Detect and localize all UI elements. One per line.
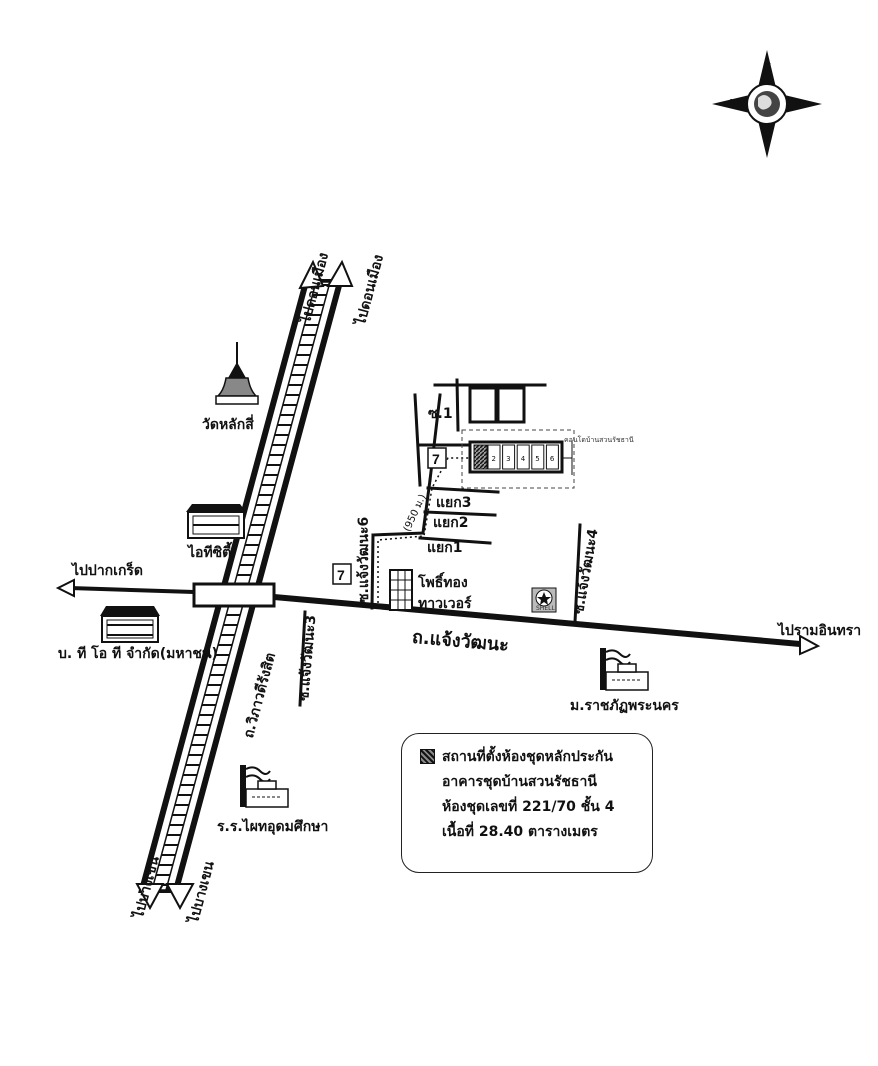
- route-dotted: [377, 457, 470, 608]
- condo-unit-label: 3: [506, 455, 510, 463]
- label-tot: บ. ที โอ ที จำกัด(มหาชน): [58, 646, 218, 662]
- tot-building-icon: [100, 606, 160, 643]
- svg-text:7: 7: [337, 567, 345, 583]
- condo-unit: [531, 444, 545, 470]
- label-condo: คอนโดบ้านสวนรัชธานี: [564, 436, 634, 444]
- label-to-ram-inthra: ไปรามอินทรา: [778, 623, 862, 639]
- label-phothong-2: ทาวเวอร์: [418, 596, 472, 612]
- label-soi-6: ซ.แจ้งวัฒนะ6: [356, 516, 372, 603]
- condo-unit-label: 4: [521, 455, 526, 463]
- interchange: [192, 582, 276, 608]
- seven-eleven-icon: 7: [427, 447, 447, 469]
- shell-station-icon: [531, 587, 557, 613]
- label-school: ร.ร.ไผทอุดมศึกษา: [217, 819, 329, 835]
- legend-line-4: เนื้อที่ 28.40 ตารางเมตร: [442, 824, 598, 840]
- compass-rose-icon: [712, 50, 822, 158]
- condo-unit: [545, 444, 559, 470]
- label-yaek-2: แยก2: [433, 515, 469, 531]
- it-city-building-icon: [186, 504, 246, 539]
- tower-icon: [389, 569, 413, 611]
- label-it-city: ไอทีซิตี้: [188, 545, 232, 561]
- svg-text:7: 7: [432, 451, 440, 467]
- condo-unit: [516, 444, 530, 470]
- chaeng-watthana-road: [55, 578, 821, 656]
- legend-box: สถานที่ตั้งห้องชุดหลักประกัน อาคารชุดบ้า…: [401, 733, 653, 873]
- condo-building: 2 3 4 5 6: [461, 429, 575, 489]
- label-rajabhat: ม.ราชภัฏพระนคร: [570, 698, 679, 714]
- university-icon: [600, 648, 649, 691]
- legend-line-3: ห้องชุดเลขที่ 221/70 ชั้น 4: [442, 799, 615, 815]
- seven-eleven-icon: 7: [332, 563, 352, 585]
- condo-unit-label: 6: [550, 455, 555, 463]
- label-phothong-1: โพธิ์ทอง: [418, 575, 468, 591]
- legend-line-1: สถานที่ตั้งห้องชุดหลักประกัน: [442, 749, 613, 765]
- label-shell: SHELL: [536, 605, 555, 612]
- label-wat-lak-si: วัดหลักสี่: [202, 417, 254, 433]
- label-yaek-3: แยก3: [436, 495, 472, 511]
- compass-s: S: [764, 134, 772, 145]
- label-yaek-1: แยก1: [427, 540, 463, 556]
- compass-n: N: [763, 62, 772, 73]
- compass-w: W: [730, 98, 742, 109]
- legend-line-2: อาคารชุดบ้านสวนรัชธานี: [442, 774, 597, 790]
- condo-unit: [502, 444, 516, 470]
- condo-unit-label: 5: [535, 455, 539, 463]
- condo-unit: [487, 444, 501, 470]
- school-icon: [240, 765, 289, 808]
- compass-e: E: [795, 98, 802, 109]
- legend-hatch-swatch: [420, 749, 435, 764]
- temple-icon: [215, 342, 259, 405]
- label-soi-1: ซ.1: [428, 406, 453, 422]
- label-to-pak-kret: ไปปากเกร็ด: [72, 563, 144, 579]
- condo-unit-label: 2: [492, 455, 496, 463]
